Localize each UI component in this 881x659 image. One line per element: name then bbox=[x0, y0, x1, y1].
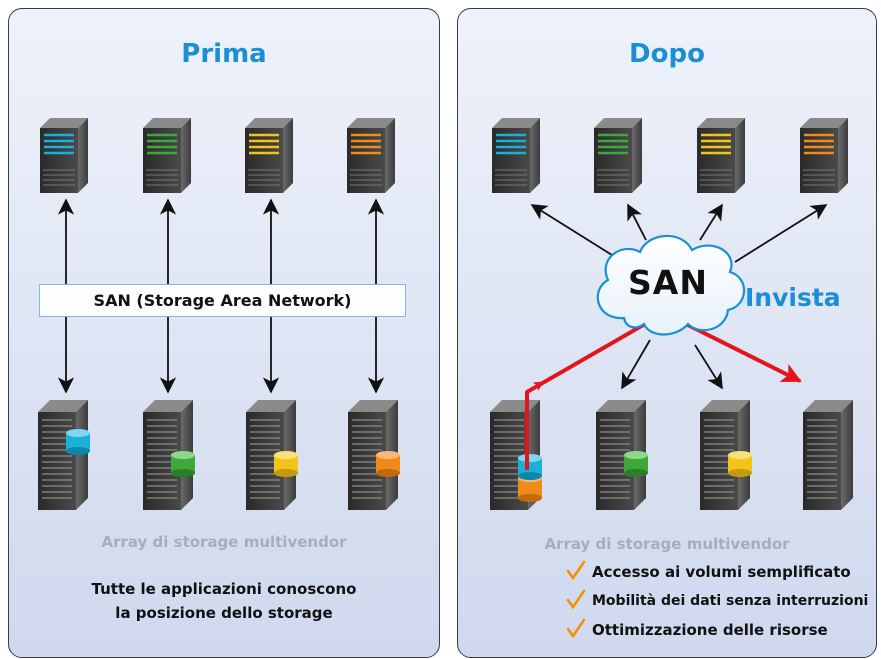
before-description-line-2: la posizione dello storage bbox=[115, 604, 333, 622]
disk-icon bbox=[518, 454, 542, 502]
checkmark-icon bbox=[566, 560, 586, 581]
san-cloud-label: SAN bbox=[628, 263, 708, 302]
after-storage-caption: Array di storage multivendor bbox=[544, 535, 790, 553]
disk-icon bbox=[66, 429, 90, 455]
benefit-item: Mobilità dei dati senza interruzioni bbox=[592, 586, 868, 615]
storage-array-icon bbox=[347, 399, 400, 511]
server-icon bbox=[244, 117, 294, 194]
disk-icon bbox=[728, 451, 752, 477]
cloud-icon bbox=[596, 234, 746, 336]
benefit-item: Ottimizzazione delle risorse bbox=[592, 615, 868, 644]
server-icon bbox=[799, 117, 849, 194]
checkmark-icon bbox=[566, 618, 586, 639]
disk-icon bbox=[624, 451, 648, 477]
server-icon bbox=[39, 117, 89, 194]
benefits-list: Accesso ai volumi semplificato Mobilità … bbox=[592, 557, 868, 644]
before-title: Prima bbox=[181, 39, 267, 69]
server-icon bbox=[696, 117, 746, 194]
server-icon bbox=[142, 117, 192, 194]
migration-path bbox=[525, 311, 802, 470]
server-icon bbox=[346, 117, 396, 194]
disk-icon bbox=[376, 451, 400, 477]
disk-icon bbox=[171, 451, 195, 477]
benefit-label: Accesso ai volumi semplificato bbox=[592, 562, 851, 581]
storage-array-icon bbox=[245, 399, 298, 511]
cloud-arrows bbox=[530, 203, 828, 390]
storage-array-icon bbox=[37, 399, 90, 511]
checkmark-icon bbox=[566, 589, 586, 610]
disk-icon bbox=[274, 451, 298, 477]
storage-array-icon bbox=[489, 399, 542, 511]
after-title: Dopo bbox=[629, 39, 705, 69]
before-description: Tutte le applicazioni conoscono la posiz… bbox=[9, 577, 439, 625]
storage-array-icon bbox=[142, 399, 195, 511]
benefit-label: Ottimizzazione delle risorse bbox=[592, 620, 828, 639]
storage-array-icon bbox=[802, 399, 854, 511]
before-description-line-1: Tutte le applicazioni conoscono bbox=[91, 580, 357, 598]
invista-label: Invista bbox=[745, 283, 841, 312]
benefit-label: Mobilità dei dati senza interruzioni bbox=[592, 592, 869, 609]
san-bar-label: SAN (Storage Area Network) bbox=[39, 284, 406, 317]
storage-array-icon bbox=[595, 399, 648, 511]
server-icon bbox=[491, 117, 541, 194]
before-storage-caption: Array di storage multivendor bbox=[101, 533, 347, 551]
server-icon bbox=[593, 117, 643, 194]
storage-array-icon bbox=[699, 399, 752, 511]
benefit-item: Accesso ai volumi semplificato bbox=[592, 557, 868, 586]
